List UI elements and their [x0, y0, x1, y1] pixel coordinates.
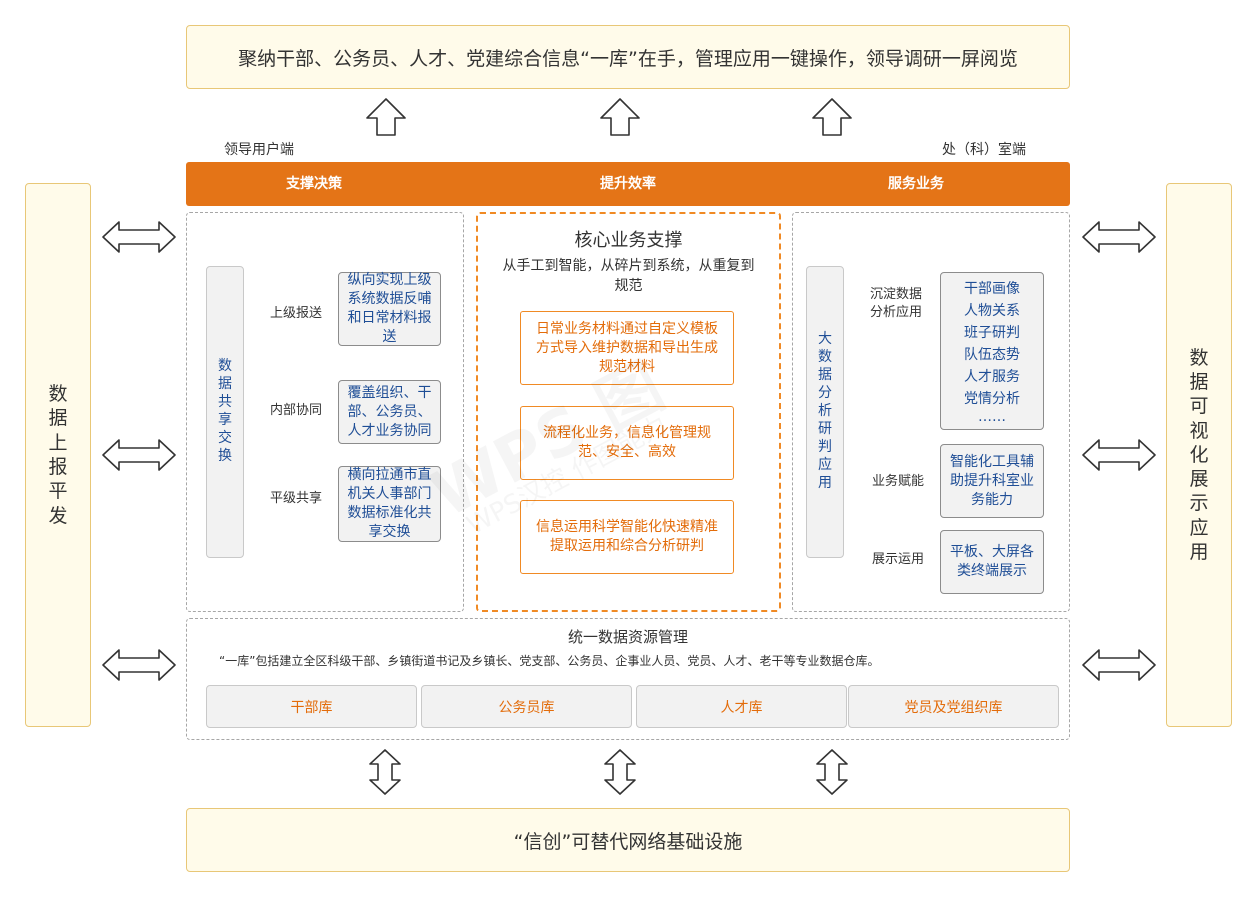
- db-cadre: 干部库: [206, 685, 417, 728]
- upper-report-box: 纵向实现上级系统数据反哺和日常材料报送: [338, 272, 441, 346]
- analysis-item: 人物关系: [964, 303, 1020, 319]
- right-side-panel: 数据可 视化展 示应用: [1166, 183, 1232, 727]
- core-card-templates: 日常业务材料通过自定义模板方式导入维护数据和导出生成规范材料: [520, 311, 734, 385]
- analysis-items-box: 干部画像 人物关系 班子研判 队伍态势 人才服务 党情分析 ……: [940, 272, 1044, 430]
- left-side-panel: 数据上 报平发: [25, 183, 91, 727]
- left-side-text: 数据上 报平发: [48, 383, 68, 527]
- core-title: 核心业务支撑: [574, 230, 683, 251]
- bottom-banner-text: “信创”可替代网络基础设施: [513, 830, 743, 853]
- display-box: 平板、大屏各类终端展示: [940, 530, 1044, 594]
- leader-end-label: 领导用户端: [224, 142, 294, 158]
- top-banner: 聚纳干部、公务员、人才、党建综合信息“一库”在手，管理应用一键操作，领导调研一屏…: [186, 25, 1070, 89]
- row-label-display: 展示运用: [872, 552, 925, 567]
- top-banner-text: 聚纳干部、公务员、人才、党建综合信息“一库”在手，管理应用一键操作，领导调研一屏…: [238, 47, 1018, 70]
- db-civil-servant: 公务员库: [421, 685, 632, 728]
- up-arrow-icon: [812, 98, 852, 136]
- data-management-title: 统一数据资源管理: [567, 628, 688, 646]
- db-party-member: 党员及党组织库: [848, 685, 1059, 728]
- bottom-banner: “信创”可替代网络基础设施: [186, 808, 1070, 872]
- up-down-arrow-icon: [369, 749, 401, 795]
- core-subtitle: 从手工到智能，从碎片到系统，从重复到规范: [502, 258, 755, 294]
- right-side-text: 数据可 视化展 示应用: [1189, 346, 1209, 564]
- core-card-process: 流程化业务，信息化管理规范、安全、高效: [520, 406, 734, 480]
- left-right-arrow-icon: [102, 649, 176, 681]
- left-right-arrow-icon: [1082, 221, 1156, 253]
- bar-label-decision: 支撑决策: [286, 176, 342, 192]
- bar-label-efficiency: 提升效率: [600, 176, 656, 192]
- db-talent: 人才库: [636, 685, 847, 728]
- row-label-internal-collab: 内部协同: [270, 403, 323, 418]
- data-share-exchange-pill: 数据共 享交换: [206, 266, 244, 558]
- up-arrow-icon: [600, 98, 640, 136]
- core-card-analysis: 信息运用科学智能化快速精准提取运用和综合分析研判: [520, 500, 734, 574]
- analysis-item: 人才服务: [964, 369, 1020, 385]
- orange-header-bar: 支撑决策 提升效率 服务业务: [186, 162, 1070, 206]
- left-right-arrow-icon: [102, 221, 176, 253]
- up-down-arrow-icon: [816, 749, 848, 795]
- office-end-label: 处（科）室端: [942, 142, 1026, 158]
- analysis-item-ellipsis: ……: [978, 409, 1006, 425]
- peer-share-box: 横向拉通市直机关人事部门数据标准化共享交换: [338, 466, 441, 542]
- up-arrow-icon: [366, 98, 406, 136]
- left-right-arrow-icon: [1082, 439, 1156, 471]
- left-right-arrow-icon: [1082, 649, 1156, 681]
- business-enable-box: 智能化工具辅助提升科室业务能力: [940, 444, 1044, 518]
- data-management-description: “一库”包括建立全区科级干部、乡镇街道书记及乡镇长、党支部、公务员、企事业人员、…: [219, 654, 880, 668]
- internal-collab-box: 覆盖组织、干部、公务员、人才业务协同: [338, 380, 441, 444]
- analysis-item: 班子研判: [964, 325, 1020, 341]
- row-label-business-enable: 业务赋能: [872, 474, 925, 489]
- analysis-item: 干部画像: [964, 281, 1020, 297]
- big-data-analysis-pill: 大数据 分析研 判应用: [806, 266, 844, 558]
- left-right-arrow-icon: [102, 439, 176, 471]
- analysis-item: 党情分析: [964, 391, 1020, 407]
- up-down-arrow-icon: [604, 749, 636, 795]
- analysis-item: 队伍态势: [964, 347, 1020, 363]
- row-label-data-analysis: 沉淀数据分析应用: [870, 287, 923, 320]
- row-label-peer-share: 平级共享: [270, 491, 323, 506]
- row-label-upper-report: 上级报送: [270, 306, 323, 321]
- bar-label-service: 服务业务: [888, 176, 944, 192]
